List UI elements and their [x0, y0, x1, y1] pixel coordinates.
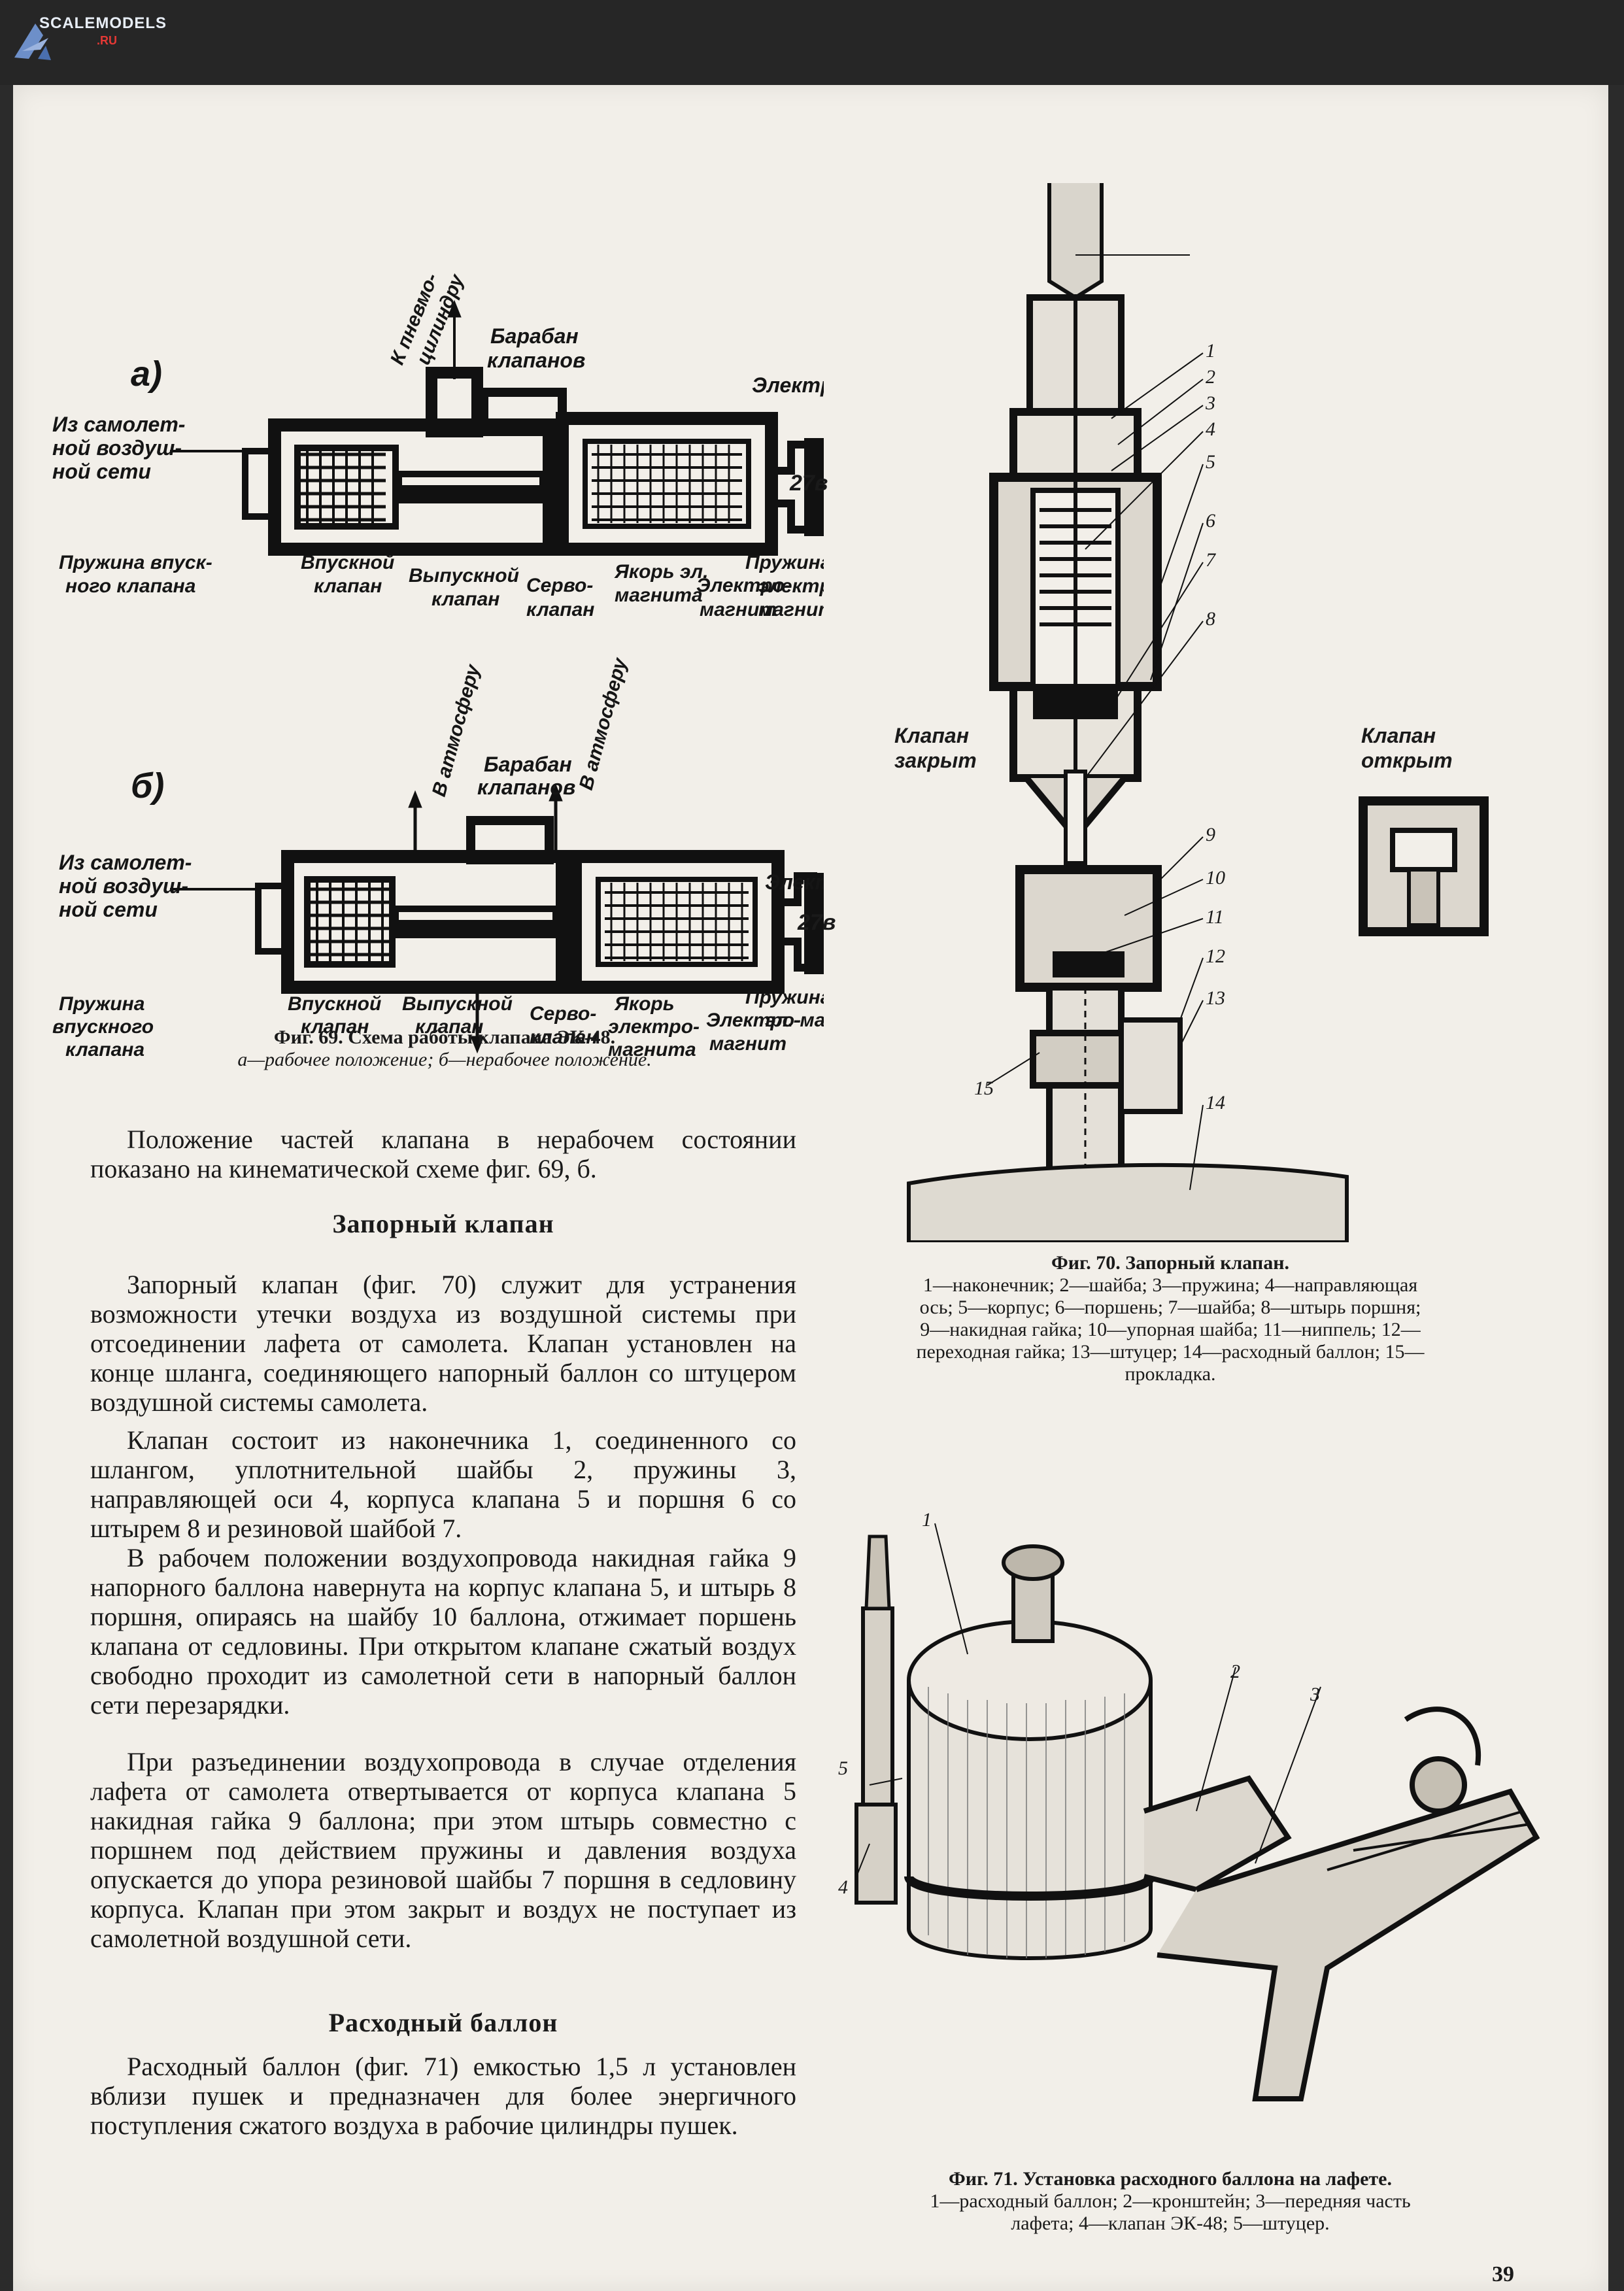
fig71-diagram [854, 1523, 1540, 2101]
logo-text: SCALEMODELS [39, 14, 167, 32]
fig70-num-12: 12 [1206, 945, 1225, 967]
diagram-label: клапан [526, 599, 594, 620]
fig70-caption: Фиг. 70. Запорный клапан. 1—наконечник; … [811, 1252, 1530, 1385]
diagram-label: Серво- [526, 575, 593, 596]
heading-valve: Запорный клапан [332, 1209, 554, 1238]
fig69-caption-title: Фиг. 69. Схема работы клапана ЭК-48. [273, 1027, 616, 1048]
diagram-label: ной сети [59, 898, 158, 921]
fig70-num-14: 14 [1206, 1092, 1225, 1113]
fig69-caption: Фиг. 69. Схема работы клапана ЭК-48. а—р… [131, 1027, 758, 1071]
diagram-label: В атмосферу [575, 655, 632, 792]
diagram-label: Пружина впуск- [59, 552, 212, 573]
para-valve-3: В рабочем положении воздухопровода накид… [90, 1543, 796, 1720]
diagram-label: клапана [65, 1039, 144, 1061]
fig70-num-3: 3 [1206, 392, 1215, 414]
fig69a-schematic [242, 299, 817, 556]
diagram-label: клапан [431, 588, 499, 610]
fig70-num-2: 2 [1206, 366, 1215, 388]
diagram-label: Электро- [706, 1010, 801, 1031]
page-number: 39 [1492, 2262, 1514, 2286]
fig70-open-label: Клапан открыт [1361, 724, 1453, 772]
diagram-label: ного клапана [65, 575, 195, 597]
diagram-label: Выпускной [409, 565, 519, 586]
heading-tank: Расходный баллон [328, 2008, 558, 2037]
diagram-label: Электро-сеть [765, 870, 824, 894]
viewer-top-bar: SCALEMODELS .RU [0, 0, 1624, 85]
fig71-num-2: 2 [1230, 1661, 1240, 1682]
fig71-caption: Фиг. 71. Установка расходного баллона на… [811, 2168, 1530, 2235]
para-valve-4: При разъединении воздухопровода в случае… [90, 1747, 796, 1953]
diagram-label: Барабан [484, 753, 572, 776]
fig70-num-13: 13 [1206, 987, 1225, 1009]
fig69-caption-sub: а—рабочее положение; б—нерабочее положен… [237, 1049, 652, 1070]
diagram-label: магнита [608, 1039, 696, 1061]
diagram-label: Выпускной [402, 993, 513, 1015]
fig70-num-4: 4 [1206, 418, 1215, 440]
diagram-label: ной сети [52, 460, 151, 483]
diagram-label: клапан [301, 1016, 369, 1038]
diagram-label: В атмосферу [428, 662, 484, 799]
fig70-num-11: 11 [1206, 906, 1224, 928]
diagram-label: клапан [314, 575, 382, 597]
diagram-label: Впускной [301, 552, 394, 573]
diagram-label: впускного [52, 1016, 154, 1038]
fig70-num-1: 1 [1206, 340, 1215, 362]
fig69-diagram: а) [52, 270, 824, 1061]
diagram-label: Электро-сето [752, 373, 824, 397]
diagram-label: электро- [608, 1016, 700, 1038]
diagram-label: электро- [758, 575, 824, 597]
diagram-label: Якорь [614, 993, 675, 1015]
fig70-num-6: 6 [1206, 510, 1215, 532]
diagram-label: Из самолет- [52, 413, 185, 436]
fig69b-battery [804, 873, 824, 974]
diagram-label: ной воздуш- [52, 436, 182, 460]
fig71-caption-title: Фиг. 71. Установка расходного баллона на… [949, 2168, 1392, 2190]
book-page: а) [13, 85, 1608, 2291]
diagram-label: магнита [758, 599, 824, 620]
diagram-label: Барабан [490, 324, 579, 348]
fig70-closed-label: Клапан закрыт [894, 724, 977, 772]
site-logo-icon [14, 24, 51, 60]
diagram-label: клапанов [477, 775, 575, 799]
fig69b-schematic [255, 783, 817, 1054]
diagram-label: Из самолет- [59, 851, 192, 874]
diagram-label: магнит [700, 599, 777, 620]
fig71-num-5: 5 [838, 1757, 848, 1779]
fig70-caption-title: Фиг. 70. Запорный клапан. [1051, 1252, 1289, 1274]
fig70-num-9: 9 [1206, 824, 1215, 845]
diagram-label: клапанов [487, 348, 585, 372]
fig69-label-a: а) [131, 354, 162, 394]
fig71-num-4: 4 [838, 1876, 848, 1898]
diagram-label: магнита [615, 585, 703, 606]
fig71-num-3: 3 [1310, 1684, 1320, 1705]
diagram-label: Якорь эл. [614, 561, 708, 583]
fig69a-volt: 27в [790, 471, 828, 496]
para-valve-1: Запорный клапан (фиг. 70) служит для уст… [90, 1270, 796, 1417]
para-valve-2: Клапан состоит из наконечника 1, соедине… [90, 1425, 796, 1543]
diagram-label: Пружина якоря [745, 987, 824, 1008]
fig69b-volt: 27в [798, 910, 836, 935]
para-tank: Расходный баллон (фиг. 71) емкостью 1,5 … [90, 2052, 796, 2140]
diagram-label: Электро- [696, 575, 791, 596]
fig71-num-1: 1 [922, 1509, 932, 1531]
diagram-label: магнит [709, 1033, 787, 1055]
fig69a-battery [804, 438, 824, 536]
fig70-num-8: 8 [1206, 608, 1215, 630]
fig69-label-b: б) [131, 766, 164, 806]
fig70-num-7: 7 [1206, 549, 1215, 571]
diagram-label: Пружина [59, 993, 144, 1015]
diagram-label: Впускной [288, 993, 381, 1015]
diagram-label: Пружина якоря [745, 552, 824, 573]
diagram-label: Серво- [530, 1003, 596, 1025]
diagram-label: клапан [415, 1016, 483, 1038]
diagram-label: клапан [530, 1027, 598, 1048]
fig70-num-15: 15 [974, 1078, 994, 1099]
diagram-label: эл.-магнита [765, 1010, 824, 1031]
fig70-diagram [907, 183, 1489, 1242]
para-position: Положение частей клапана в нерабочем сос… [90, 1125, 796, 1183]
diagram-label: ной воздуш- [59, 874, 188, 898]
fig70-num-5: 5 [1206, 451, 1215, 473]
fig70-num-10: 10 [1206, 867, 1225, 889]
logo-sub: .RU [97, 34, 117, 47]
